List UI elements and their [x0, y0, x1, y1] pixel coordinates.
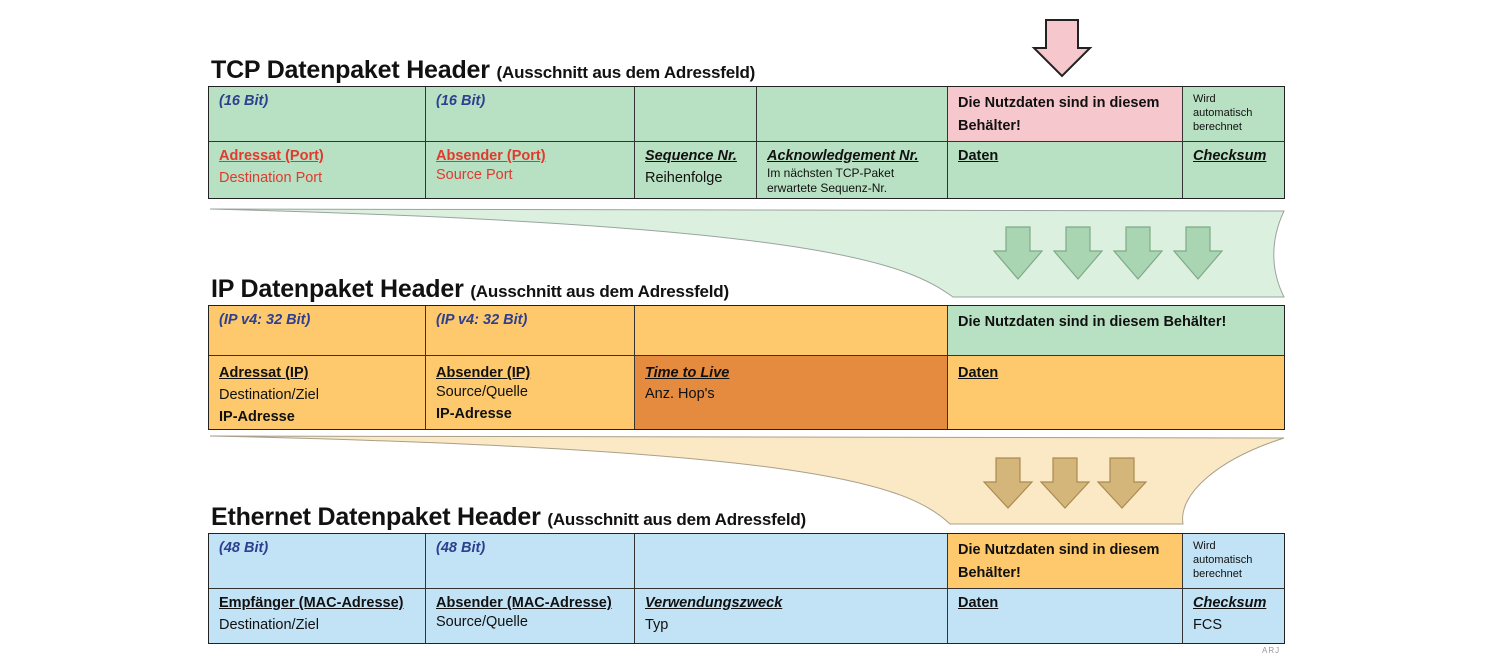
ip-cell-empty	[635, 306, 948, 356]
eth-checksum-note: Wird automatisch berechnet	[1183, 534, 1284, 589]
tcp-section-subtitle: (Ausschnitt aus dem Adressfeld)	[496, 63, 756, 82]
tcp-cell-bits-1: (16 Bit)	[209, 87, 426, 142]
eth-data-cell: Daten	[948, 589, 1183, 643]
ip-ttl-cell: Time to Live Anz. Hop's	[635, 356, 948, 429]
ip-payload-cell: Die Nutzdaten sind in diesem Behälter!	[948, 306, 1284, 356]
eth-cell-bits-2: (48 Bit)	[426, 534, 635, 589]
ip-section-title: IP Datenpaket Header (Ausschnitt aus dem…	[211, 275, 729, 303]
ethernet-section-title: Ethernet Datenpaket Header (Ausschnitt a…	[211, 503, 807, 531]
eth-cell-empty	[635, 534, 948, 589]
eth-destination-cell: Empfänger (MAC-Adresse) Destination/Ziel	[209, 589, 426, 643]
tcp-header-table: (16 Bit) (16 Bit) Die Nutzdaten sind in …	[208, 86, 1285, 199]
ip-data-cell: Daten	[948, 356, 1284, 429]
tcp-acknowledgement-cell: Acknowledgement Nr. Im nächsten TCP-Pake…	[757, 142, 948, 198]
tcp-checksum-cell: Checksum	[1183, 142, 1284, 198]
tcp-checksum-note: Wird automatisch berechnet	[1183, 87, 1284, 142]
pink-down-arrow-icon	[1031, 19, 1093, 78]
ip-header-table: (IP v4: 32 Bit) (IP v4: 32 Bit) Die Nutz…	[208, 305, 1285, 430]
ip-destination-cell: Adressat (IP) Destination/Ziel IP-Adress…	[209, 356, 426, 429]
tcp-payload-cell: Die Nutzdaten sind in diesem Behälter!	[948, 87, 1183, 142]
tcp-source-port-cell: Absender (Port) Source Port	[426, 142, 635, 198]
author-signature: ARJ	[1262, 646, 1281, 655]
eth-cell-bits-1: (48 Bit)	[209, 534, 426, 589]
tcp-data-cell: Daten	[948, 142, 1183, 198]
tan-down-arrows-icon	[982, 457, 1148, 509]
tcp-section-title: TCP Datenpaket Header (Ausschnitt aus de…	[211, 56, 756, 84]
eth-checksum-cell: Checksum FCS	[1183, 589, 1284, 643]
tcp-cell-empty-1	[635, 87, 757, 142]
eth-payload-cell: Die Nutzdaten sind in diesem Behälter!	[948, 534, 1183, 589]
tcp-cell-empty-2	[757, 87, 948, 142]
eth-type-cell: Verwendungszweck Typ	[635, 589, 948, 643]
ip-cell-bits-2: (IP v4: 32 Bit)	[426, 306, 635, 356]
tcp-destination-port-label: Adressat (Port)	[219, 148, 324, 164]
tcp-sequence-cell: Sequence Nr. Reihenfolge	[635, 142, 757, 198]
ethernet-header-table: (48 Bit) (48 Bit) Die Nutzdaten sind in …	[208, 533, 1285, 644]
eth-source-cell: Absender (MAC-Adresse) Source/Quelle	[426, 589, 635, 643]
ip-cell-bits-1: (IP v4: 32 Bit)	[209, 306, 426, 356]
tcp-destination-port-cell: Adressat (Port) Destination Port	[209, 142, 426, 198]
green-down-arrows-icon	[992, 226, 1224, 280]
tcp-cell-bits-2: (16 Bit)	[426, 87, 635, 142]
ip-source-cell: Absender (IP) Source/Quelle IP-Adresse	[426, 356, 635, 429]
ethernet-section-subtitle: (Ausschnitt aus dem Adressfeld)	[547, 510, 807, 529]
ip-section-subtitle: (Ausschnitt aus dem Adressfeld)	[470, 282, 729, 301]
